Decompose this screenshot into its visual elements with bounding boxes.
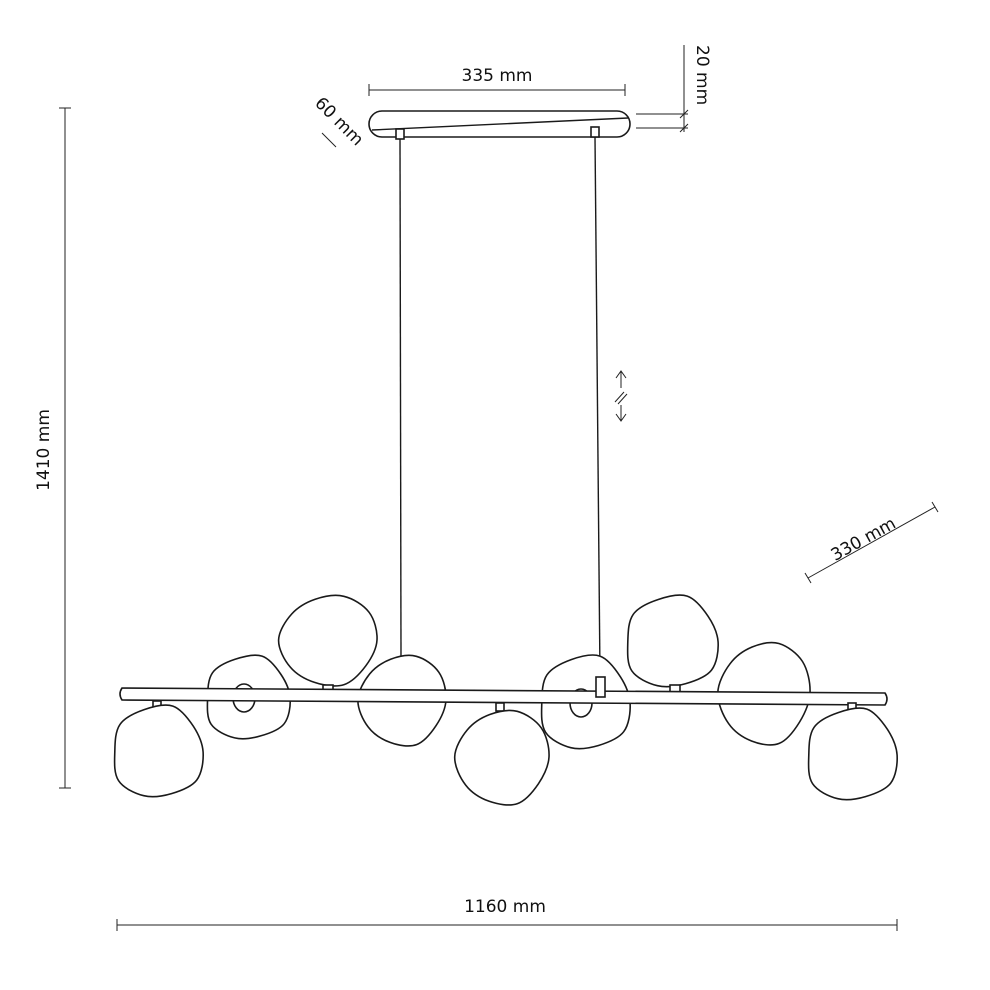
dimension-canopy-height: 20 mm	[636, 45, 712, 133]
upper-globe	[626, 594, 719, 688]
total-height-label: 1410 mm	[34, 409, 54, 491]
lower-globe	[807, 707, 898, 801]
lower-globe	[453, 709, 550, 806]
upper-globe	[277, 594, 378, 687]
adjustable-cable-arrows-icon	[614, 370, 628, 422]
total-length-label: 1160 mm	[464, 897, 546, 917]
dimension-total-height: 1410 mm	[34, 107, 71, 789]
ceiling-canopy	[368, 110, 631, 140]
dimension-canopy-width: 60 mm	[310, 93, 367, 150]
canopy-length-label: 335 mm	[462, 66, 533, 86]
globe-holder	[495, 702, 505, 712]
cable-clamp-left	[395, 128, 405, 140]
lower-globe	[113, 704, 204, 798]
lamp-bar	[119, 676, 888, 706]
front-globes	[113, 700, 898, 806]
suspension-cable-left	[399, 138, 402, 657]
dimension-total-length: 1160 mm	[116, 897, 898, 931]
globe-size-label: 330 mm	[828, 514, 900, 566]
suspension-cable-right	[594, 136, 601, 677]
dimension-globe-size: 330 mm	[804, 501, 939, 584]
canopy-width-label: 60 mm	[310, 93, 367, 150]
canopy-height-label: 20 mm	[692, 45, 712, 105]
dimension-canopy-length: 335 mm	[368, 66, 626, 96]
cable-connector	[595, 676, 606, 698]
cable-clamp-right	[590, 126, 600, 138]
